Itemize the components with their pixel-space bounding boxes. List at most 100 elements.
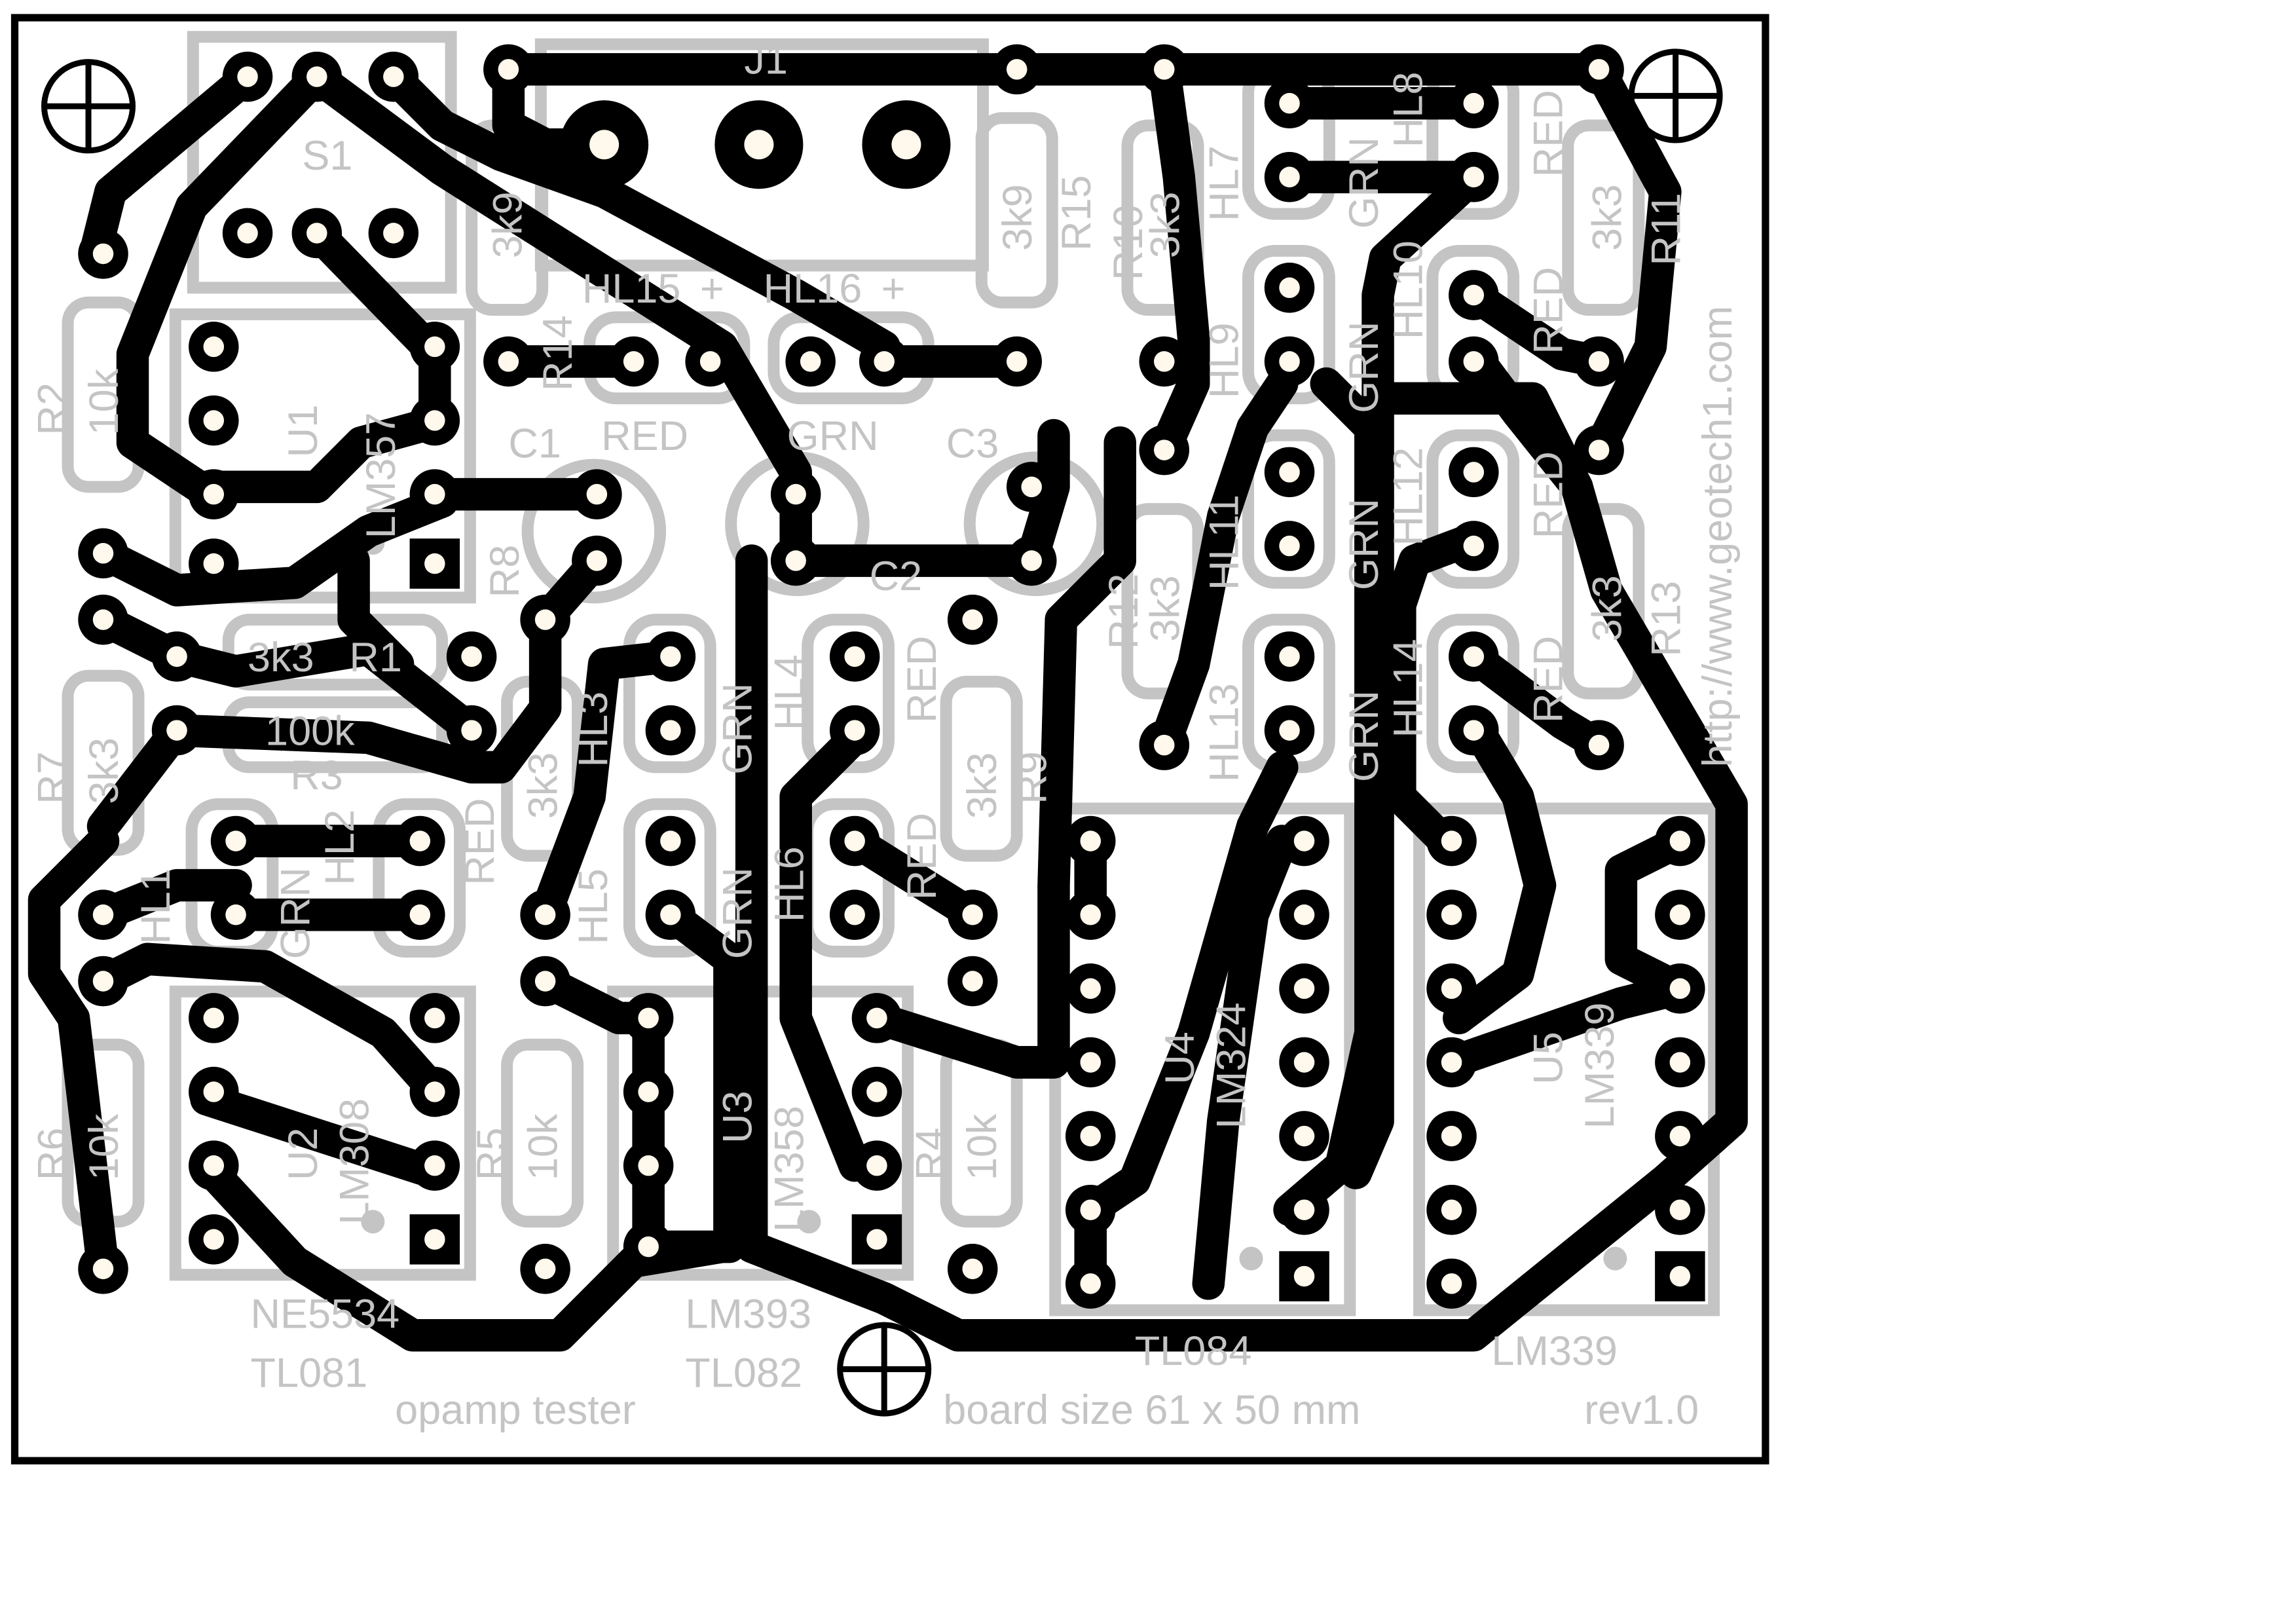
hl11-outline [1242,429,1335,589]
pad-drill [424,1007,445,1029]
c3-outline [963,451,1109,597]
trace [1604,825,1697,1005]
r6-value: 10k [81,1113,127,1180]
pad-drill [1279,92,1300,114]
board-outline [10,14,1769,1464]
mounting-hole [41,59,136,154]
pad-drill [1463,535,1485,557]
pad-drill [203,1155,225,1176]
r8-ref: R8 [482,545,528,598]
u4-pin1-dot [1239,1246,1263,1271]
r5-value: 10k [521,1113,566,1180]
pad-drill [383,66,404,87]
hl3-color: GRN [715,683,761,775]
r2-value: 10k [81,368,127,435]
trace [337,544,415,681]
pad-drill [1588,439,1610,460]
pad-drill [660,646,681,667]
socket-note: NE5534 [251,1291,400,1337]
pad-drill [844,830,865,851]
c1-ref: C1 [508,420,561,466]
hl16-color: GRN [787,413,879,459]
trace [1000,426,1136,1079]
pad-drill [1154,351,1175,372]
c3-ref: C3 [946,420,999,466]
pad-drill [203,483,225,505]
board-size: board size 61 x 50 mm [943,1387,1360,1433]
hl16-polarity: + [881,266,906,312]
hl10-ref: HL10 [1386,240,1432,339]
pad-drill [866,1229,887,1250]
c2-ref: C2 [870,553,923,599]
pad-drill [1463,351,1485,372]
r4-value: 10k [959,1113,1005,1180]
pad-drill [586,550,608,571]
pad-drill [424,336,445,358]
hl9-ref: HL9 [1201,323,1247,399]
hl14-color: RED [1525,636,1571,723]
pad-drill [623,351,644,372]
u3-ref: U3 [715,1091,761,1144]
r2-ref: R2 [29,382,75,436]
r1-body [222,614,449,691]
pad-drill [92,543,114,564]
pad-drill [498,351,519,372]
pad-drill [891,130,921,160]
pad-drill [1279,166,1300,188]
pad-drill [638,1155,659,1176]
pad-drill [962,1258,983,1280]
hl15-polarity: + [700,266,724,312]
pad-drill [1669,1265,1691,1287]
pad-drill [1463,284,1485,306]
pad-drill [1669,830,1691,851]
u1-part: LM357 [358,412,404,538]
r8-value: 3k3 [521,753,566,819]
pad-drill [660,830,681,851]
hl2-outline [373,798,466,958]
r12-value: 3k3 [1142,575,1188,642]
pad-drill [1293,1265,1315,1287]
pad-drill [1588,351,1610,372]
u1-ref: U1 [280,405,326,458]
trace [1074,751,1299,1227]
socket-note: TL084 [1135,1328,1252,1374]
pad-drill [844,646,865,667]
pad-drill [1080,1199,1101,1221]
trace [1147,53,1210,466]
r13-ref: R13 [1643,581,1689,657]
pad-drill [424,483,445,505]
r13-body [1562,503,1645,700]
pad-drill [1293,1125,1315,1147]
pad-drill [1080,904,1101,925]
r10-ref: R10 [1105,204,1151,280]
trace [632,898,746,1263]
u5-pin1-dot [1603,1246,1627,1271]
r1-ref: R1 [349,635,402,681]
r5-body [501,1038,584,1228]
hl7-ref: HL7 [1201,145,1247,221]
pad-drill [1441,1052,1462,1073]
pad-drill [306,66,327,87]
copper-traces [28,53,1748,1352]
r3-value: 100k [265,709,355,755]
pad-drill [638,1081,659,1102]
pad-drill [1279,351,1300,372]
hl3-outline [623,614,716,774]
trace [28,825,120,1286]
pad-drill [225,830,246,851]
pad-drill [785,550,806,571]
pad-drill [306,223,327,244]
mounting-hole [1628,48,1723,143]
pad-drill [1669,978,1691,999]
pad-drill [225,904,246,925]
r15-body [975,112,1058,308]
hl5-outline [623,798,716,958]
pad-drill [962,971,983,992]
hl1-color: GRN [273,867,319,959]
c1-outline [521,458,667,604]
pad-drill [844,720,865,741]
trace [1582,53,1682,466]
trace [160,603,562,784]
trace [1147,367,1299,762]
hl8-color: RED [1525,90,1571,177]
